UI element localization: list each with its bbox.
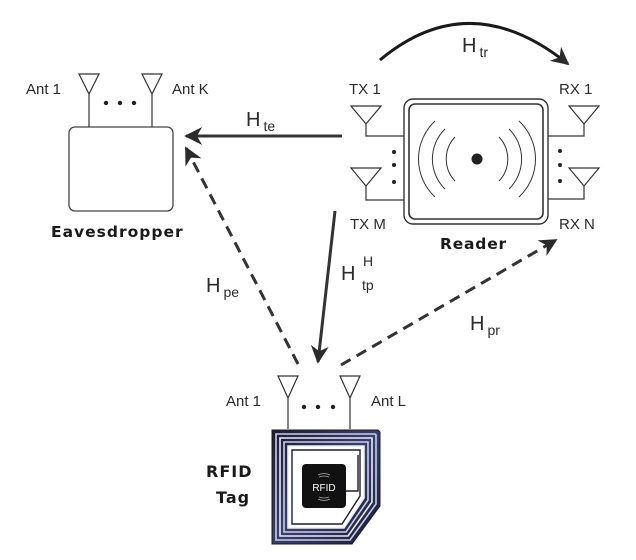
- tx-1-label: TX 1: [349, 81, 381, 98]
- rx-n-label: RX N: [559, 216, 595, 233]
- rfid-tag: RFID Ant 1 Ant L RFID Tag: [206, 375, 406, 545]
- channel-tp-arrow: [310, 210, 337, 364]
- channel-tp-subscript: tp: [362, 277, 374, 293]
- rx-antenna-n-icon: [548, 167, 601, 200]
- eavesdropper-ant-1-label: Ant 1: [26, 81, 61, 98]
- channel-tp-superscript: H: [363, 253, 373, 269]
- eavesdropper-antenna-1-icon: [78, 73, 100, 127]
- reader-title: Reader: [440, 235, 507, 253]
- tag-antenna-l-icon: [339, 375, 361, 429]
- tag-chip-label: RFID: [312, 483, 335, 494]
- chip-signal-icon: [317, 473, 331, 501]
- tag-chip: [302, 464, 346, 508]
- tx-antenna-m-icon: [349, 167, 404, 201]
- tx-m-label: TX M: [350, 216, 386, 233]
- tag-antenna-1-icon: [277, 375, 299, 429]
- tag-ant-1-label: Ant 1: [226, 393, 261, 410]
- tag-title-line2: Tag: [216, 488, 250, 507]
- eavesdropper-title: Eavesdropper: [51, 223, 184, 241]
- rx-1-label: RX 1: [559, 81, 592, 98]
- eavesdropper: Ant 1 Ant K Eavesdropper: [26, 73, 209, 241]
- channel-tp-label: H: [341, 263, 355, 285]
- ellipsis-dots-icon: [103, 100, 137, 106]
- tx-vertical-dots-icon: [392, 150, 396, 184]
- eavesdropper-ant-k-label: Ant K: [172, 81, 209, 98]
- rx-vertical-dots-icon: [558, 149, 562, 183]
- reader: TX 1 TX M RX 1 RX N Reader: [349, 81, 601, 253]
- channel-pe-arrow: [184, 146, 300, 365]
- tx-antenna-1-icon: [349, 105, 404, 137]
- tag-ellipsis-dots-icon: [301, 404, 336, 410]
- channel-pr-arrow: [340, 238, 558, 367]
- tag-ant-l-label: Ant L: [371, 393, 406, 410]
- rx-antenna-1-icon: [548, 105, 601, 137]
- channel-tr-arrow: [379, 22, 570, 66]
- tag-title-line1: RFID: [206, 462, 252, 481]
- eavesdropper-box: [68, 126, 174, 212]
- eavesdropper-antenna-k-icon: [141, 73, 163, 127]
- radio-waves-icon: [418, 120, 536, 198]
